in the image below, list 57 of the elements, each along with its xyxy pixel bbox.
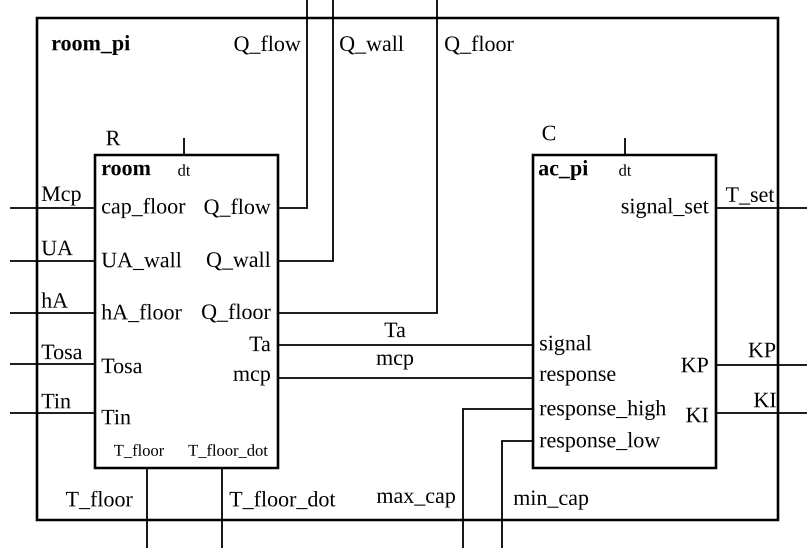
- port-label: Tosa: [102, 358, 142, 374]
- edge-label: hA: [41, 292, 68, 308]
- port-label: mcp: [233, 370, 270, 386]
- connector-line: [716, 412, 807, 414]
- edge-label: Q_flow: [234, 35, 301, 55]
- port-label: response_low: [540, 432, 660, 452]
- connector-line: [10, 207, 95, 209]
- edge-label: T_set: [726, 187, 774, 205]
- connector-line: [221, 468, 223, 548]
- connector-line: [278, 0, 438, 314]
- port-label: hA_floor: [101, 304, 182, 322]
- edge-label: Ta: [384, 322, 406, 338]
- connector-line: [501, 440, 533, 548]
- edge-label: Tosa: [42, 344, 82, 360]
- connector-line: [716, 207, 807, 209]
- connector-line: [278, 344, 533, 346]
- connector-line: [278, 377, 533, 379]
- edge-label: T_floor_dot: [230, 490, 336, 510]
- port-label: Q_flow: [204, 198, 271, 218]
- connector-line: [10, 412, 95, 414]
- port-label: T_floor_dot: [188, 444, 268, 458]
- port-label: Ta: [250, 336, 271, 352]
- port-label: Tin: [102, 410, 131, 424]
- port-label: Q_floor: [202, 303, 271, 323]
- connector-line: [10, 312, 95, 314]
- instance-label: C: [542, 126, 556, 140]
- port-label: T_floor: [114, 444, 164, 458]
- edge-label: Q_wall: [340, 36, 404, 54]
- port-label: KP: [681, 358, 708, 372]
- edge-label: Tin: [42, 394, 71, 408]
- port-label: cap_floor: [102, 198, 186, 218]
- connector-line: [278, 0, 308, 209]
- port-label: signal: [540, 335, 592, 355]
- edge-label: UA: [42, 240, 73, 256]
- edge-label: T_floor: [66, 490, 133, 510]
- port-label: dt: [178, 164, 190, 176]
- port-label: signal_set: [622, 198, 709, 218]
- port-label: dt: [619, 164, 632, 176]
- edge-label: Q_floor: [445, 35, 514, 55]
- connector-line: [146, 468, 148, 548]
- port-label: response: [540, 370, 616, 386]
- edge-label: KI: [754, 392, 776, 408]
- edge-label: min_cap: [514, 490, 588, 510]
- edge-label: max_cap: [376, 492, 455, 508]
- port-label: Q_wall: [206, 252, 270, 270]
- connector-line: [716, 364, 807, 366]
- edge-label: Mcp: [42, 186, 81, 206]
- connector-line: [462, 408, 533, 548]
- connector-line: [10, 363, 95, 365]
- edge-label: KP: [748, 342, 776, 358]
- edge-label: mcp: [376, 354, 414, 370]
- instance-label: R: [106, 130, 120, 146]
- connector-line: [278, 0, 334, 262]
- connector-line: [10, 260, 95, 262]
- port-label: response_high: [540, 400, 666, 420]
- port-label: UA_wall: [102, 252, 182, 270]
- port-label: KI: [686, 408, 708, 422]
